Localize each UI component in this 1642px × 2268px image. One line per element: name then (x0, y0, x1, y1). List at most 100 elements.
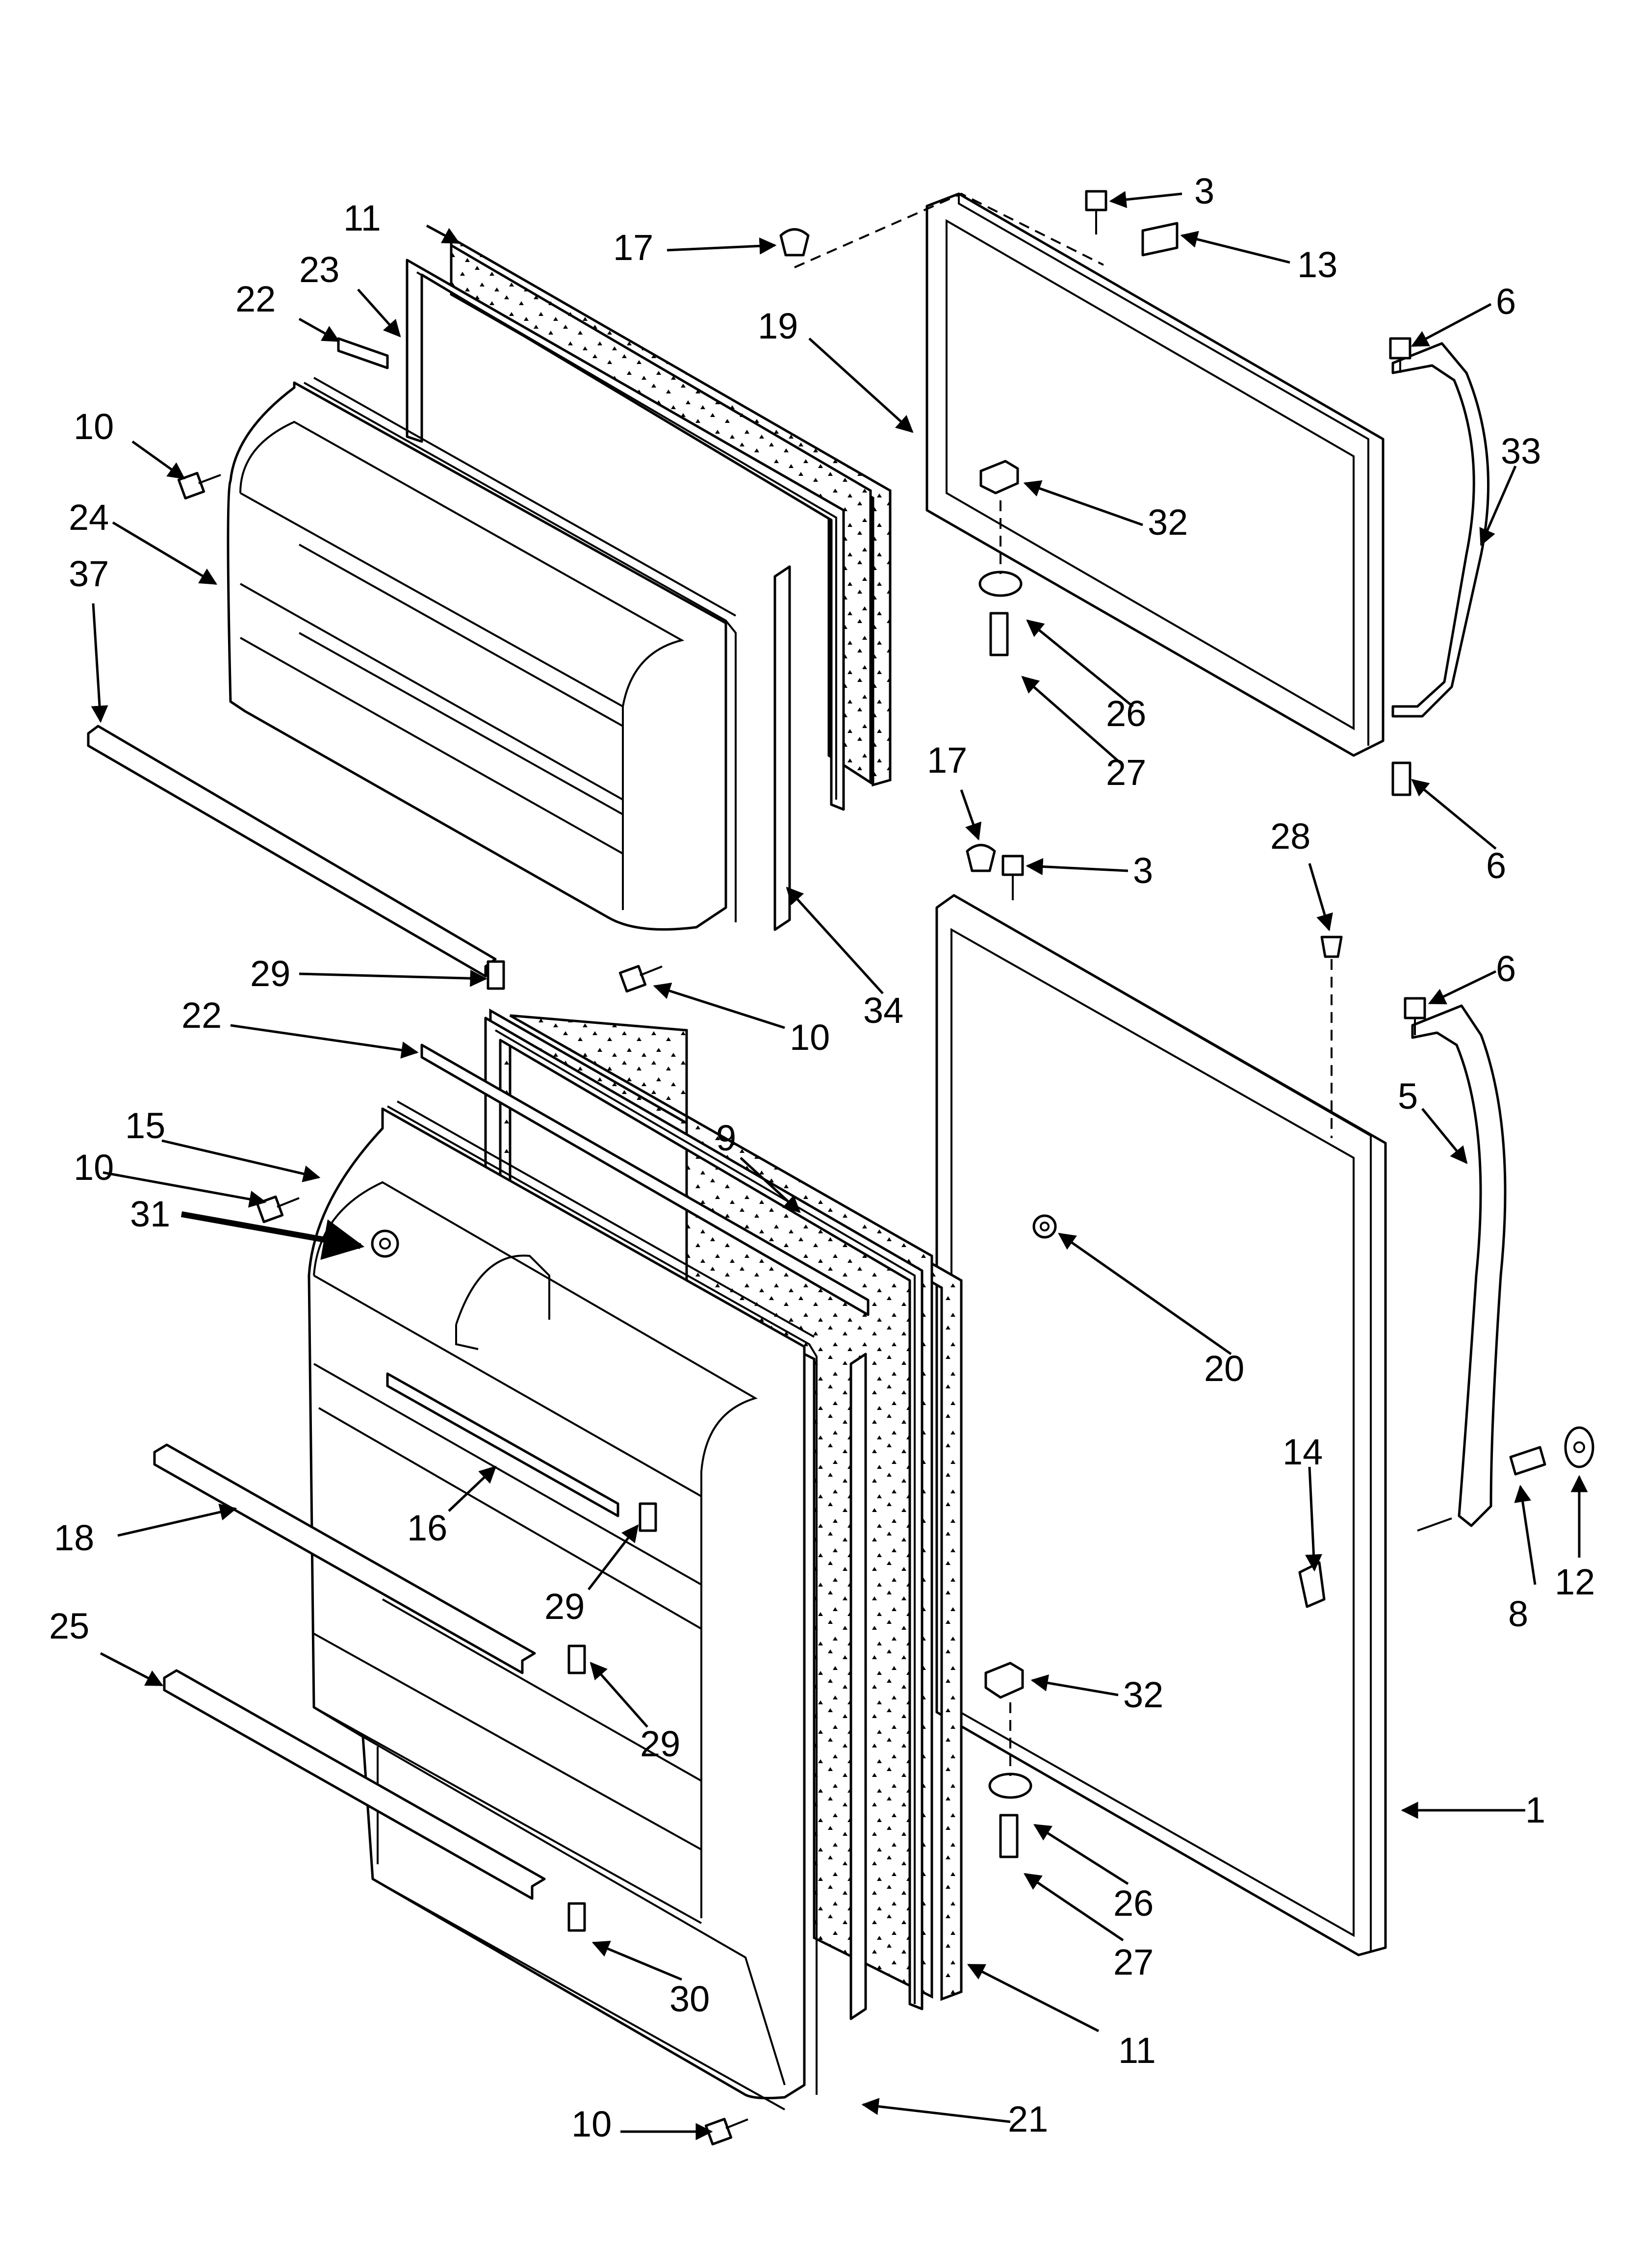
refrigerator-liner-shelf-upper (313, 1363, 702, 1630)
leader-lines (91, 191, 1588, 2140)
callout-23-freezer-gasket: 23 (299, 249, 339, 290)
handle-end-cap (1564, 1426, 1594, 1468)
callout-26-freezer-pin: 26 (1106, 693, 1146, 734)
refrigerator-liner-flange (387, 1100, 818, 2095)
freezer-door-side-channel (773, 565, 791, 931)
callout-17-plug-upper: 17 (613, 227, 653, 268)
callout-11-freezer-foam: 11 (343, 198, 381, 238)
freezer-screw-upper (177, 471, 221, 500)
top-screw-lower (1001, 855, 1024, 900)
callout-30-retainer-lower: 30 (669, 1979, 710, 2019)
door-plug-cap (1320, 936, 1343, 958)
callout-24-freezer-liner: 24 (69, 497, 109, 538)
callout-6-handle-screw-top: 6 (1496, 281, 1516, 322)
freezer-door-bottom-trim (87, 725, 497, 978)
refrigerator-screw-lower (704, 2117, 748, 2146)
refrigerator-shelf-retainer-middle (567, 1644, 586, 1674)
freezer-outer-door (794, 192, 1385, 757)
refrigerator-door-stop (371, 1229, 399, 1258)
callout-6-handle-screw-bottom: 6 (1486, 845, 1506, 886)
callout-22-freezer-breaker: 22 (235, 279, 276, 319)
callout-labels: 11 23 22 10 24 37 29 10 34 17 19 3 13 6 … (49, 171, 1595, 2144)
callout-33-freezer-handle: 33 (1501, 431, 1541, 471)
top-screw-upper (1085, 190, 1107, 235)
refrigerator-door-stop-plug (1032, 1214, 1057, 1239)
refrigerator-door-shelf-bar-lower (163, 1669, 546, 1900)
callout-3-top-screw-upper: 3 (1194, 171, 1214, 211)
callout-34-freezer-channel: 34 (863, 990, 903, 1031)
callout-10-refrigerator-screw: 10 (74, 1147, 114, 1188)
refrigerator-hinge-upper (984, 1662, 1024, 1699)
callout-32-refrigerator-hinge: 32 (1123, 1674, 1163, 1715)
callout-17-plug-lower: 17 (927, 740, 967, 781)
refrigerator-outer-door-edge (953, 894, 1372, 1953)
top-label-plate (1141, 222, 1179, 257)
refrigerator-door-foam-panel (509, 1014, 933, 1999)
callout-1-refrigerator-outer-door: 1 (1525, 1790, 1545, 1830)
freezer-liner-flange (304, 377, 737, 922)
callout-3-top-screw-lower: 3 (1133, 850, 1153, 891)
callout-13-label: 13 (1297, 244, 1337, 285)
callout-6-refrigerator-handle-screw: 6 (1496, 948, 1516, 989)
plug-button-upper (779, 228, 810, 257)
freezer-outer-door-edge (958, 194, 1369, 746)
callout-22-refrigerator-breaker: 22 (181, 995, 222, 1036)
callout-18-shelf-bar-upper: 18 (54, 1517, 94, 1558)
refrigerator-handle (1404, 997, 1594, 1532)
refrigerator-breaker-strip (420, 1043, 870, 1316)
callout-32-freezer-hinge: 32 (1148, 502, 1188, 543)
callout-27-freezer-hinge-screw: 27 (1106, 752, 1146, 793)
callout-14-door-bracket: 14 (1283, 1432, 1323, 1472)
handle-mounting-stud (1509, 1446, 1546, 1476)
callout-37-freezer-trim: 37 (69, 553, 109, 594)
callout-15-refrigerator-liner: 15 (125, 1105, 165, 1146)
freezer-liner-shelf-lower (240, 632, 623, 855)
callout-19-freezer-outer-door: 19 (758, 306, 798, 346)
freezer-liner-inner-shell (239, 420, 685, 910)
callout-28-door-plug: 28 (1270, 816, 1310, 857)
freezer-outer-door-inner-face (946, 219, 1355, 730)
refrigerator-handle-screw (1404, 997, 1426, 1035)
refrigerator-liner-upper-bin (455, 1254, 550, 1350)
refrigerator-door-gasket-inner-line (494, 1029, 916, 2004)
callout-27-refrigerator-hinge-screw: 27 (1113, 1942, 1154, 1982)
handle-screw-top (1389, 337, 1411, 373)
callout-8-mounting-stud: 8 (1508, 1593, 1528, 1634)
refrigerator-door-assembly (153, 1008, 963, 2146)
freezer-door-gasket (406, 259, 845, 811)
refrigerator-liner-shelf-lower (313, 1598, 702, 1851)
refrigerator-outer-door (935, 894, 1387, 1956)
callout-10-refrigerator-screw-lower: 10 (571, 2104, 612, 2144)
callout-11-refrigerator-foam: 11 (1118, 2030, 1156, 2071)
callout-16-dairy-bar: 16 (407, 1508, 447, 1548)
callout-21-refrigerator-channel: 21 (1008, 2099, 1048, 2139)
freezer-door-foam-panel (450, 243, 872, 785)
callout-9-refrigerator-gasket: 9 (716, 1118, 736, 1158)
freezer-door-liner (227, 381, 727, 931)
freezer-breaker-strip (337, 337, 389, 369)
refrigerator-door-liner (308, 1107, 806, 2100)
freezer-liner-shelf-upper (240, 544, 623, 801)
freezer-door-assembly (87, 235, 892, 993)
freezer-hinge-pin-bracket (978, 571, 1023, 597)
callout-31-door-stop: 31 (130, 1194, 170, 1234)
middle-hardware (966, 844, 1343, 1138)
callout-29-retainer-upper: 29 (544, 1586, 585, 1627)
refrigerator-shelf-retainer-upper (639, 1502, 657, 1532)
freezer-hinge-screw (989, 612, 1009, 656)
refrigerator-door-side-channel (849, 1353, 867, 2020)
refrigerator-hinge-screw (999, 1814, 1019, 1858)
callout-5-refrigerator-handle: 5 (1398, 1076, 1418, 1117)
handle-end-line (1417, 1517, 1452, 1532)
callout-29-freezer-retainer: 29 (250, 953, 290, 994)
callout-26-refrigerator-pin: 26 (1113, 1883, 1154, 1924)
refrigerator-dairy-bar (386, 1372, 619, 1517)
callout-25-shelf-bar-lower: 25 (49, 1606, 89, 1646)
freezer-handle (1389, 337, 1490, 796)
plug-button-lower (966, 844, 996, 872)
freezer-alignment-line (794, 192, 1104, 268)
freezer-door-gasket-inner-line (416, 271, 837, 800)
refrigerator-door-shelf-bar-upper (153, 1443, 536, 1674)
callout-20-refrigerator-stop-plug: 20 (1204, 1348, 1244, 1389)
